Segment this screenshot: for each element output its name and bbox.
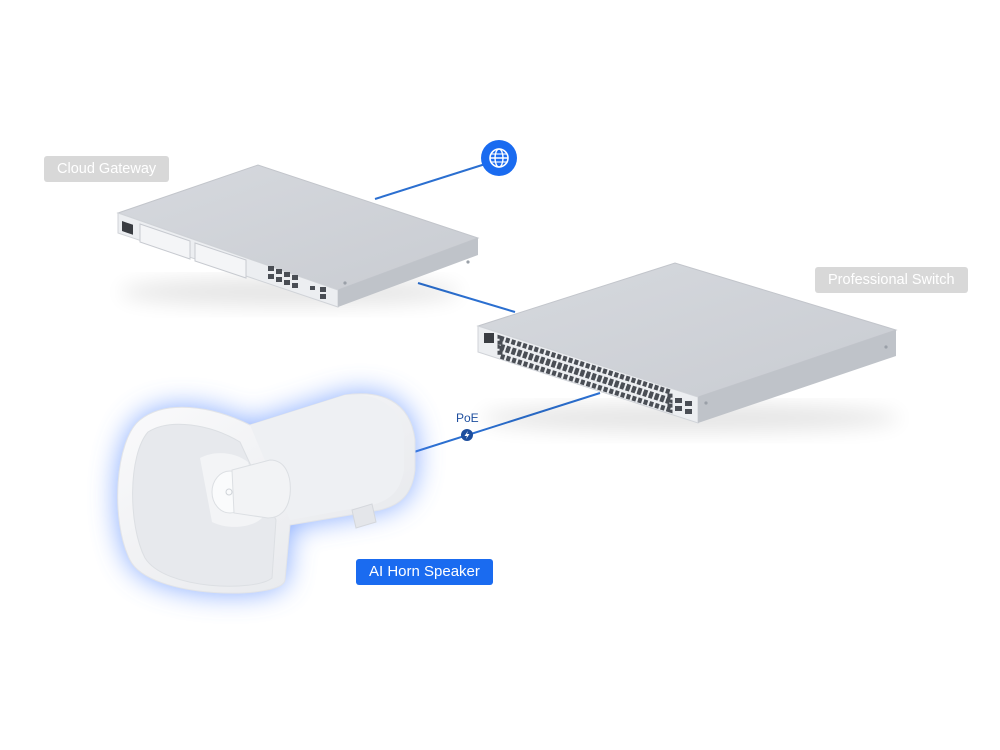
switch-port-grid <box>497 334 673 414</box>
ai-horn-speaker-label: AI Horn Speaker <box>356 559 493 585</box>
professional-switch-device <box>476 262 900 432</box>
poe-label: PoE <box>456 411 479 425</box>
cloud-gateway-label: Cloud Gateway <box>44 156 170 182</box>
gateway-ports <box>268 266 326 299</box>
lightning-icon <box>461 429 473 441</box>
cloud-gateway-device <box>116 164 480 308</box>
globe-icon <box>481 140 517 176</box>
ai-horn-speaker-device <box>117 393 416 594</box>
gateway-bays <box>139 223 247 279</box>
professional-switch-label: Professional Switch <box>815 267 968 293</box>
link-gateway-internet <box>374 159 499 200</box>
